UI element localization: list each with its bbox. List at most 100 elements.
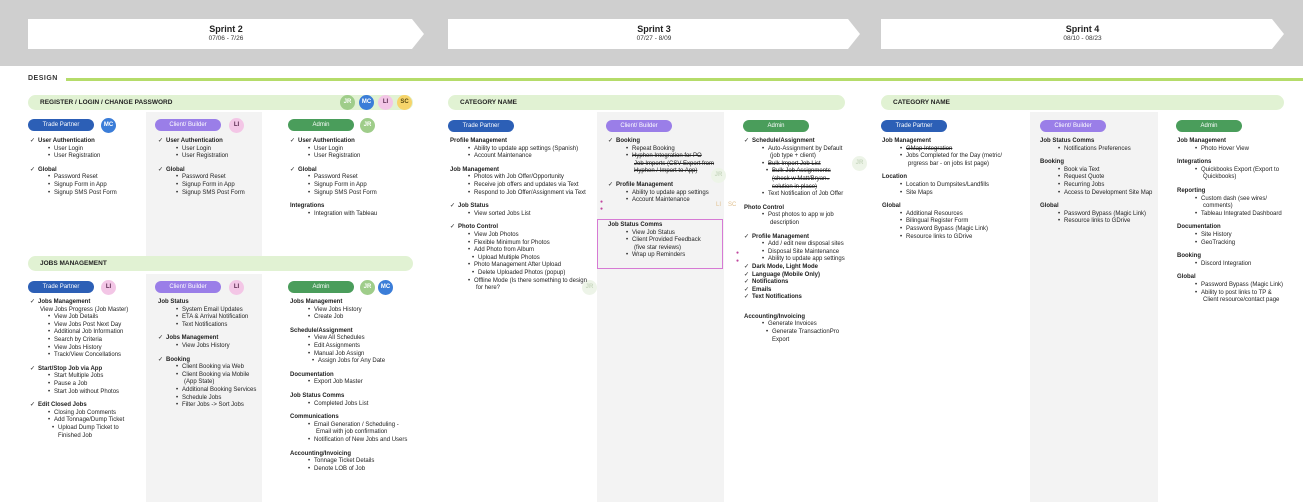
list-item: Wrap up Reminders — [608, 252, 701, 260]
list-item: Site History — [1177, 232, 1283, 240]
pin-icon: ● — [736, 258, 740, 264]
list-item: View sorted Jobs List — [450, 211, 587, 219]
list-item: Track/View Concellations — [30, 352, 128, 360]
avatar[interactable]: LI — [378, 95, 393, 110]
client-column-shade — [597, 112, 724, 502]
list-item: Auto-Assignment by Default — [744, 146, 845, 154]
list-item: Password Bypass (Magic Link) — [882, 226, 1002, 234]
list-item: (App State) — [184, 379, 215, 386]
avatar[interactable]: LI — [229, 118, 244, 133]
list-heading: Emails — [744, 287, 845, 295]
list-item: View Job Photos — [450, 232, 587, 240]
pin-icon: ● — [600, 206, 604, 212]
avatar[interactable]: JR — [360, 118, 375, 133]
avatar[interactable]: JR — [340, 95, 355, 110]
list-heading: Photo Control — [450, 224, 587, 232]
list-heading: Communications — [290, 414, 339, 421]
sprint-4-chevron[interactable]: Sprint 4 08/10 - 08/23 — [881, 19, 1284, 49]
list-item: Password Reset — [30, 174, 117, 182]
list-item: Start Multiple Jobs — [30, 373, 128, 381]
list-heading: Profile Management — [608, 182, 714, 190]
list-item: Photo Hover View — [1177, 146, 1283, 154]
list-item: Flexible Minimum for Photos — [450, 240, 587, 248]
list-item: Signup Form in App — [158, 182, 245, 190]
sprint4-admin-list: Job ManagementPhoto Hover ViewIntegratio… — [1177, 138, 1283, 305]
sprint-2-chevron[interactable]: Sprint 2 07/06 - 7/26 — [28, 19, 424, 49]
role-pill-trade-partner[interactable]: Trade Partner — [448, 120, 514, 132]
avatar[interactable]: LI — [229, 280, 244, 295]
list-item: Manual Job Assign — [290, 351, 407, 359]
section-register-login[interactable]: REGISTER / LOGIN / CHANGE PASSWORD — [28, 95, 413, 110]
avatar[interactable]: MC — [378, 280, 393, 295]
list-item: Add Tonnage/Dump Ticket — [30, 417, 128, 425]
list-heading: Job Status Comms — [608, 222, 663, 228]
list-heading: Integrations — [290, 203, 325, 210]
list-item: View Job Status — [608, 230, 701, 238]
sprint-3-chevron[interactable]: Sprint 3 07/27 - 8/09 — [448, 19, 860, 49]
avatar[interactable]: SC — [397, 95, 412, 110]
avatar[interactable]: MC — [101, 118, 116, 133]
list-item: Integration with Tableau — [290, 211, 377, 219]
list-item: Client Booking via Web — [158, 364, 256, 372]
list-item: Respond to Job Offer/Assignment via Text — [450, 190, 587, 198]
list-item: Ability to update app settings (Spanish) — [450, 146, 587, 154]
sprint3-trade-list: Profile ManagementAbility to update app … — [450, 138, 587, 293]
role-pill-admin[interactable]: Admin — [743, 120, 809, 132]
list-item: Start Job without Photos — [30, 389, 128, 397]
role-pill-trade-partner[interactable]: Trade Partner — [28, 119, 94, 131]
list-item: Schedule Jobs — [158, 395, 256, 403]
list-item: User Registration — [290, 153, 377, 161]
role-pill-client-builder[interactable]: Client/ Builder — [606, 120, 672, 132]
list-item: Hyphen / Import to App) — [634, 168, 698, 175]
job-status-comms-highlight[interactable] — [597, 219, 723, 269]
list-item: Completed Jobs List — [290, 401, 407, 409]
avatar[interactable]: JR — [360, 280, 375, 295]
list-heading: Schedule/Assignment — [290, 327, 353, 334]
list-item: Offline Mode (Is there something to desi… — [450, 278, 587, 286]
section-category-sprint4[interactable]: CATEGORY NAME — [881, 95, 1284, 110]
list-heading: Profile Management — [744, 234, 845, 242]
role-pill-admin[interactable]: Admin — [1176, 120, 1242, 132]
section-category-sprint3[interactable]: CATEGORY NAME — [448, 95, 845, 110]
list-item: Repeat Booking — [608, 146, 714, 154]
list-item: Resource links to GDrive — [1040, 218, 1152, 226]
list-heading: Profile Management — [450, 138, 508, 144]
list-item: Book via Text — [1040, 167, 1152, 175]
list-heading: User Authentication — [30, 138, 117, 146]
list-item: Create Job — [290, 314, 407, 322]
list-item: User Login — [30, 146, 117, 154]
list-item: View Jobs History — [158, 343, 256, 351]
register-trade-list: User AuthenticationUser LoginUser Regist… — [30, 138, 117, 197]
list-heading: Booking — [1177, 253, 1201, 260]
role-pill-client-builder[interactable]: Client/ Builder — [155, 119, 221, 131]
list-heading: Integrations — [1177, 159, 1212, 166]
sprint-dates: 07/27 - 8/09 — [636, 35, 672, 42]
role-pill-trade-partner[interactable]: Trade Partner — [881, 120, 947, 132]
role-pill-trade-partner[interactable]: Trade Partner — [28, 281, 94, 293]
list-item: Upload Dump Ticket to — [30, 425, 128, 433]
list-item: Ability to post links to TP & — [1177, 290, 1283, 298]
list-item: Generate Invoices — [744, 321, 845, 329]
list-item: (job type + client) — [770, 153, 816, 160]
avatar[interactable]: LI — [101, 280, 116, 295]
avatar[interactable]: MC — [359, 95, 374, 110]
list-heading: Global — [882, 203, 901, 210]
list-item: Signup Form in App — [30, 182, 117, 190]
list-item: Signup SMS Post Form — [30, 190, 117, 198]
sprint4-client-list: Job Status CommsNotifications Preference… — [1040, 138, 1152, 226]
list-item: (check w Matt/Bryan.. — [772, 175, 830, 182]
list-item: Add / edit new disposal sites — [744, 241, 845, 249]
list-heading: Jobs Management — [158, 335, 256, 343]
list-item: Quickbooks) — [1203, 174, 1237, 181]
avatar-ghost: JR — [711, 168, 726, 183]
role-pill-admin[interactable]: Admin — [288, 119, 354, 131]
role-pill-client-builder[interactable]: Client/ Builder — [155, 281, 221, 293]
role-pill-admin[interactable]: Admin — [288, 281, 354, 293]
list-item: User Login — [158, 146, 245, 154]
section-jobs-management[interactable]: JOBS MANAGEMENT — [28, 256, 413, 271]
list-heading: Global — [290, 167, 377, 175]
list-item: Email Generation / Scheduling - — [290, 422, 407, 430]
list-item: Export — [772, 336, 790, 343]
role-pill-client-builder[interactable]: Client/ Builder — [1040, 120, 1106, 132]
